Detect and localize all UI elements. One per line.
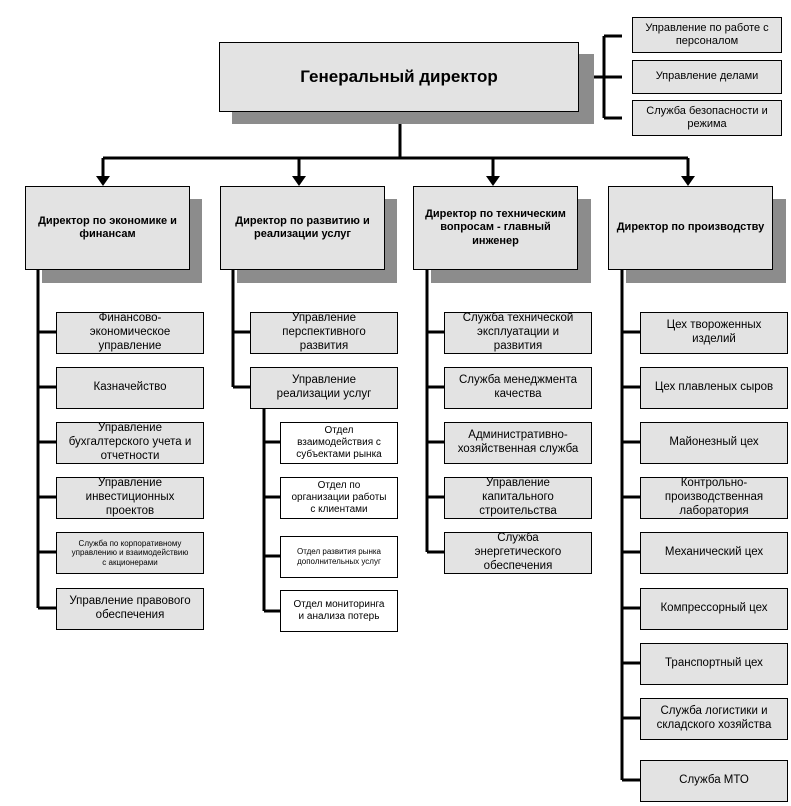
unit-box: Цех твороженных изделий <box>640 312 788 354</box>
director-technical-box: Директор по техническим вопросам - главн… <box>413 186 578 270</box>
subunit-box: Отдел взаимодействия с субъектами рынка <box>280 422 398 464</box>
director-label: Директор по развитию и реализации услуг <box>235 214 370 240</box>
unit-label: Майонезный цех <box>669 436 759 449</box>
unit-box: Транспортный цех <box>640 643 788 685</box>
unit-box: Служба менеджмента качества <box>444 367 592 409</box>
unit-box: Управление капитального строительства <box>444 477 592 519</box>
unit-box: Управление правового обеспечения <box>56 588 204 630</box>
unit-label: Механический цех <box>664 546 764 559</box>
unit-box: Компрессорный цех <box>640 588 788 630</box>
subunit-box: Отдел по организации работы с клиентами <box>280 477 398 519</box>
unit-box: Служба логистики и складского хозяйства <box>640 698 788 740</box>
staff-unit-label: Управление делами <box>655 70 759 83</box>
subunit-label: Отдел мониторинга и анализа потерь <box>293 599 385 622</box>
subunit-box: Отдел мониторинга и анализа потерь <box>280 590 398 632</box>
director-economics-box: Директор по экономике и финансам <box>25 186 190 270</box>
unit-label: Компрессорный цех <box>660 602 768 615</box>
unit-label: Контрольно- производственная лаборатория <box>664 477 764 517</box>
unit-label: Цех плавленых сыров <box>654 381 774 394</box>
unit-box: Управление инвестиционных проектов <box>56 477 204 519</box>
unit-label: Управление правового обеспечения <box>69 595 191 621</box>
unit-box: Служба технической эксплуатации и развит… <box>444 312 592 354</box>
unit-label: Цех твороженных изделий <box>666 319 762 345</box>
unit-label: Служба по корпоративному управлению и вз… <box>71 538 189 567</box>
unit-box: Казначейство <box>56 367 204 409</box>
unit-label: Управление капитального строительства <box>479 477 557 517</box>
staff-unit-label: Управление по работе с персоналом <box>645 21 769 47</box>
subunit-label: Отдел развития рынка дополнительных услу… <box>297 547 381 566</box>
unit-label: Административно- хозяйственная служба <box>457 429 579 455</box>
subunit-box: Отдел развития рынка дополнительных услу… <box>280 536 398 578</box>
general-director-box: Генеральный директор <box>219 42 579 112</box>
director-production-box: Директор по производству <box>608 186 773 270</box>
unit-label: Управление инвестиционных проектов <box>85 477 175 517</box>
staff-unit-security: Служба безопасности и режима <box>632 100 782 136</box>
unit-label: Служба энергетического обеспечения <box>474 532 562 572</box>
unit-box: Служба МТО <box>640 760 788 802</box>
director-label: Директор по производству <box>616 221 765 234</box>
unit-label: Служба логистики и складского хозяйства <box>656 705 772 731</box>
general-director-label: Генеральный директор <box>300 66 498 86</box>
unit-box: Управление перспективного развития <box>250 312 398 354</box>
unit-box: Механический цех <box>640 532 788 574</box>
unit-label: Служба технической эксплуатации и развит… <box>462 312 574 352</box>
director-label: Директор по экономике и финансам <box>38 214 177 240</box>
staff-unit-hr: Управление по работе с персоналом <box>632 17 782 53</box>
staff-unit-office: Управление делами <box>632 60 782 94</box>
unit-box: Контрольно- производственная лаборатория <box>640 477 788 519</box>
unit-label: Служба МТО <box>679 774 749 787</box>
subunit-label: Отдел по организации работы с клиентами <box>291 480 387 515</box>
subunit-label: Отдел взаимодействия с субъектами рынка <box>296 425 382 460</box>
staff-unit-label: Служба безопасности и режима <box>646 104 768 130</box>
unit-box: Майонезный цех <box>640 422 788 464</box>
unit-label: Транспортный цех <box>665 657 763 670</box>
unit-label: Управление перспективного развития <box>282 312 366 352</box>
unit-box: Служба энергетического обеспечения <box>444 532 592 574</box>
unit-label: Управление реализации услуг <box>276 374 372 400</box>
unit-box: Цех плавленых сыров <box>640 367 788 409</box>
unit-box: Финансово- экономическое управление <box>56 312 204 354</box>
unit-box: Управление реализации услуг <box>250 367 398 409</box>
unit-box: Административно- хозяйственная служба <box>444 422 592 464</box>
unit-label: Управление бухгалтерского учета и отчетн… <box>68 422 192 462</box>
unit-label: Финансово- экономическое управление <box>89 312 171 352</box>
director-development-box: Директор по развитию и реализации услуг <box>220 186 385 270</box>
unit-box: Управление бухгалтерского учета и отчетн… <box>56 422 204 464</box>
director-label: Директор по техническим вопросам - главн… <box>425 208 566 247</box>
unit-label: Служба менеджмента качества <box>458 374 577 400</box>
unit-box: Служба по корпоративному управлению и вз… <box>56 532 204 574</box>
unit-label: Казначейство <box>93 381 167 394</box>
